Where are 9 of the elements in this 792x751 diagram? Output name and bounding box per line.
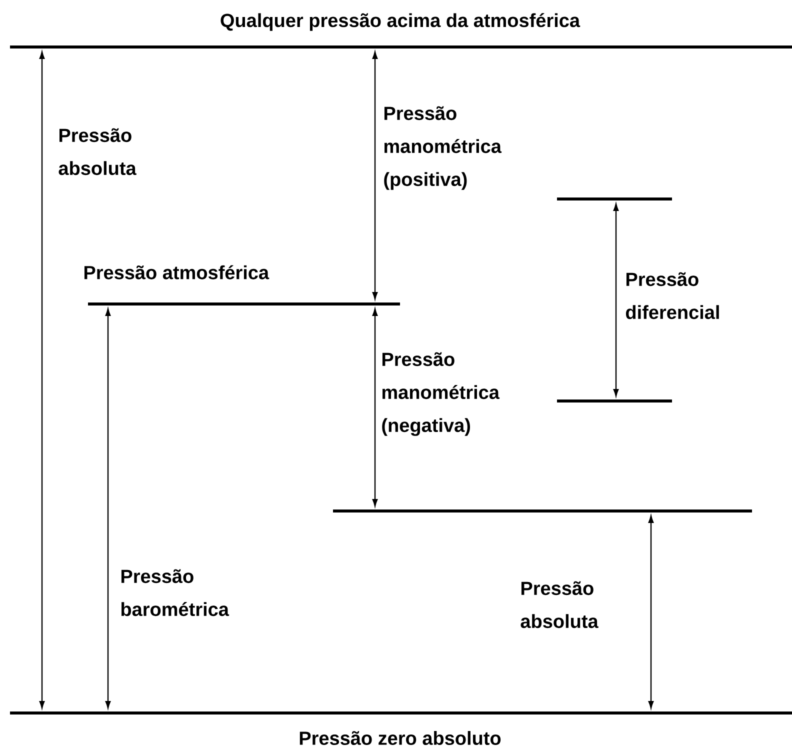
dimension-label: Pressão absoluta: [58, 128, 136, 176]
dimension-label: Pressão manométrica (positiva): [384, 106, 502, 190]
level-label: Pressão atmosférica: [84, 265, 270, 280]
level-label: Qualquer pressão acima da atmosférica: [220, 13, 580, 31]
dimension-label: Pressão diferencial: [626, 272, 719, 320]
dimension-label: Pressão absoluta: [520, 581, 598, 628]
level-label: Pressão zero absoluto: [300, 731, 501, 745]
dimension-label: Pressão manométrica (negativa): [382, 352, 500, 436]
dimension-label: Pressão barométrica: [121, 569, 230, 616]
